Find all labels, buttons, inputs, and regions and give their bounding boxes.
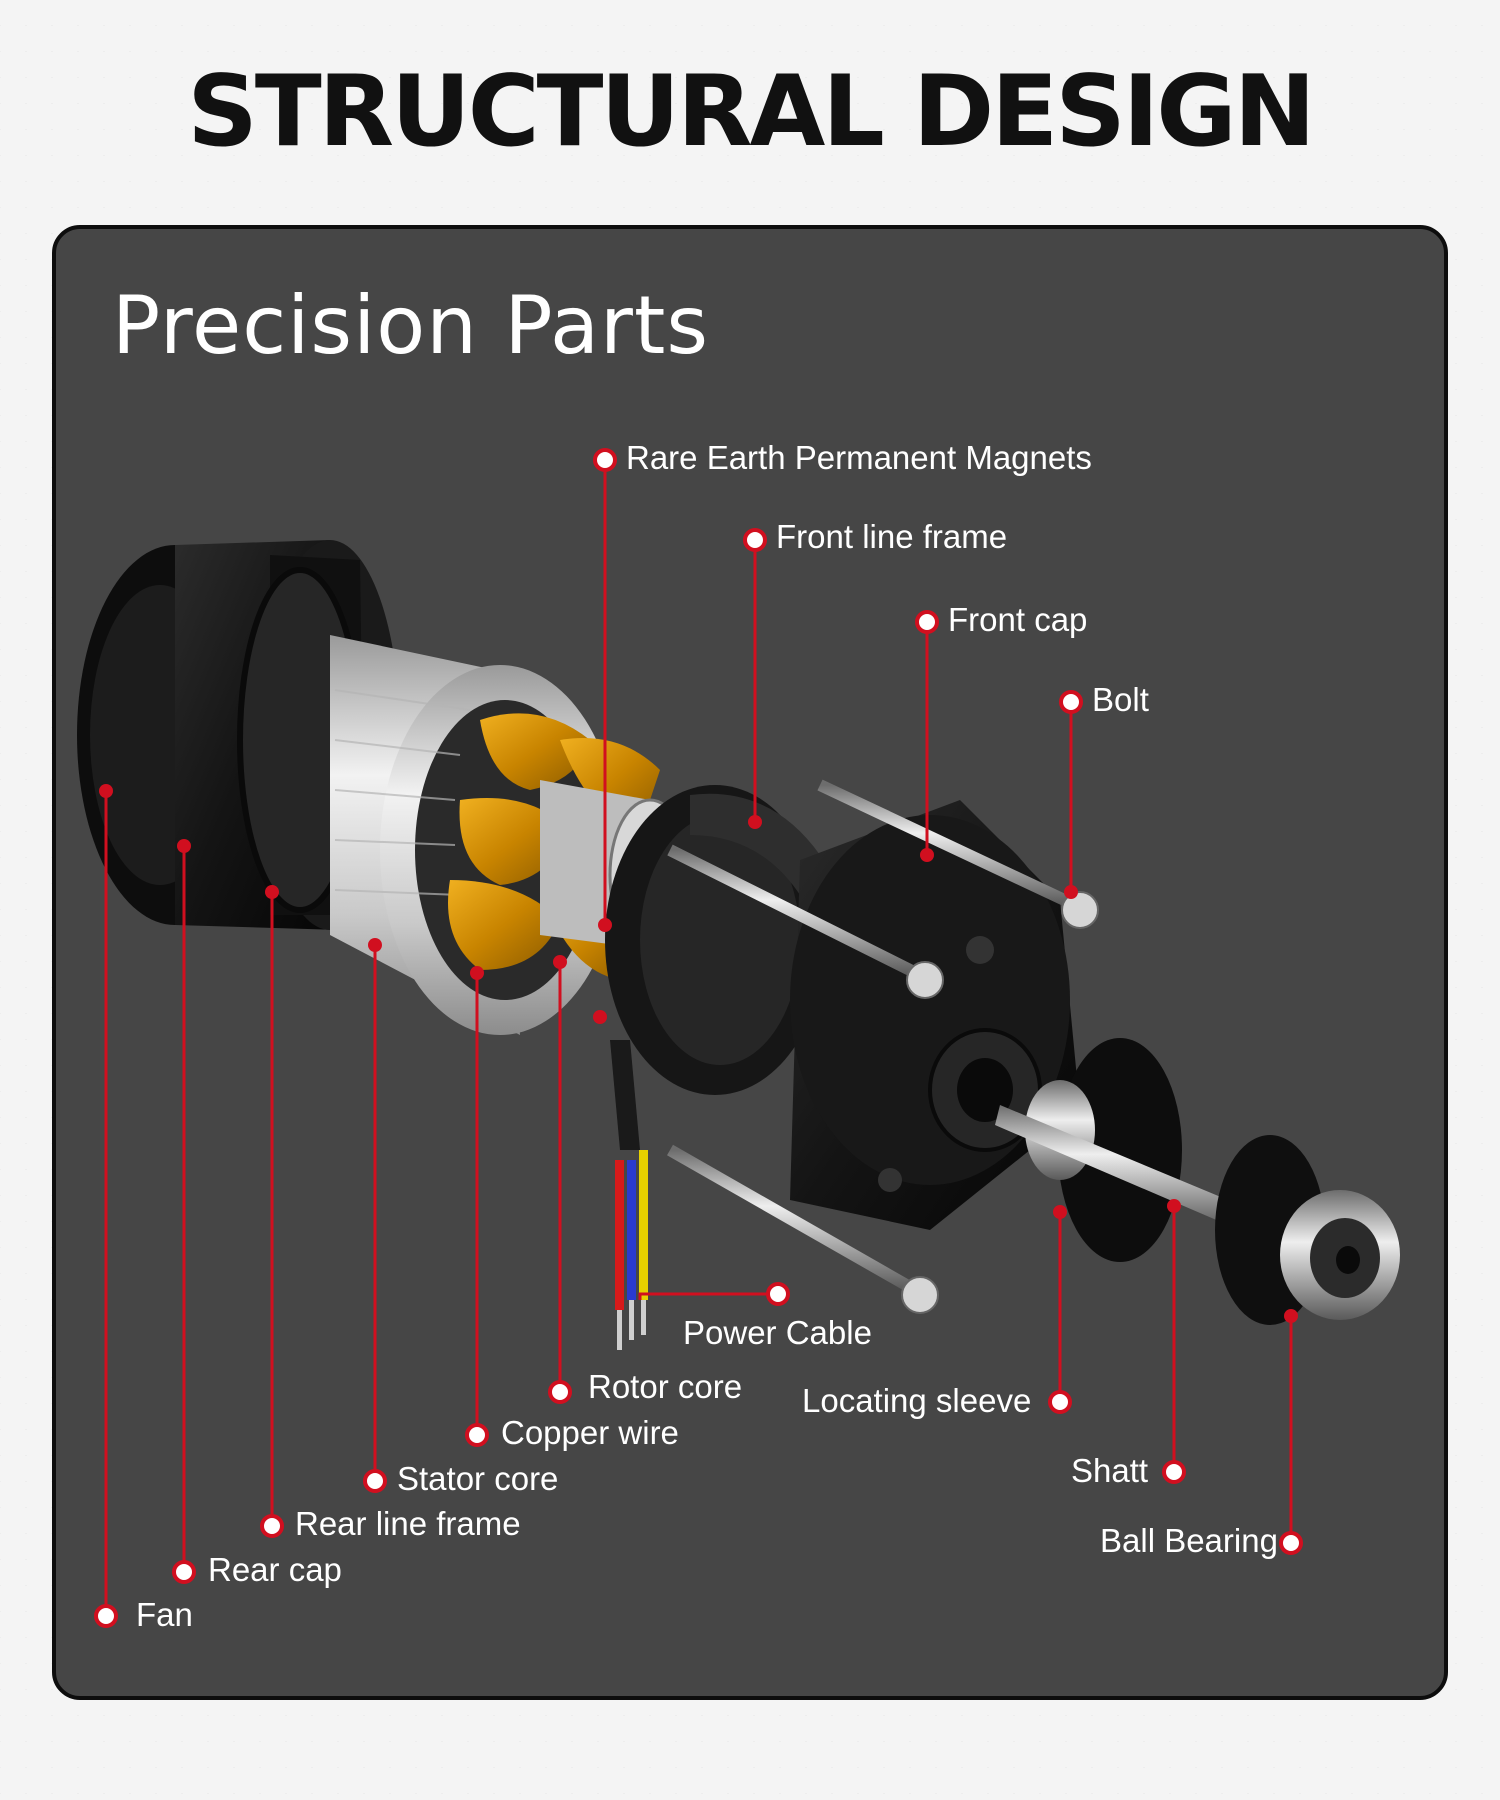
label-copper-wire: Copper wire — [501, 1414, 679, 1451]
label-power-cable: Power Cable — [683, 1314, 872, 1351]
power-cable — [610, 1040, 648, 1350]
label-ball-bearing: Ball Bearing — [1100, 1522, 1278, 1559]
part-dots — [99, 784, 1298, 1323]
label-front-cap: Front cap — [948, 601, 1088, 638]
leader-lines — [104, 460, 1293, 1616]
label-rear-line-frame: Rear line frame — [295, 1505, 521, 1542]
label-rotor-core: Rotor core — [588, 1368, 743, 1405]
label-fan: Fan — [136, 1596, 193, 1633]
page-title: STRUCTURAL DESIGN — [187, 55, 1315, 169]
label-magnets: Rare Earth Permanent Magnets — [626, 439, 1092, 476]
label-rear-cap: Rear cap — [208, 1551, 342, 1588]
front-line-frame — [605, 785, 825, 1095]
label-locating-sleeve: Locating sleeve — [802, 1382, 1032, 1419]
label-stator-core: Stator core — [397, 1460, 559, 1497]
label-bolt: Bolt — [1092, 681, 1149, 718]
panel-subtitle: Precision Parts — [112, 279, 709, 372]
shaft — [995, 1105, 1240, 1228]
label-shaft: Shatt — [1071, 1452, 1149, 1489]
ball-bearing — [1215, 1135, 1400, 1325]
bolts — [667, 779, 1099, 1314]
label-markers — [94, 448, 1303, 1628]
label-front-line-frame: Front line frame — [776, 518, 1008, 555]
